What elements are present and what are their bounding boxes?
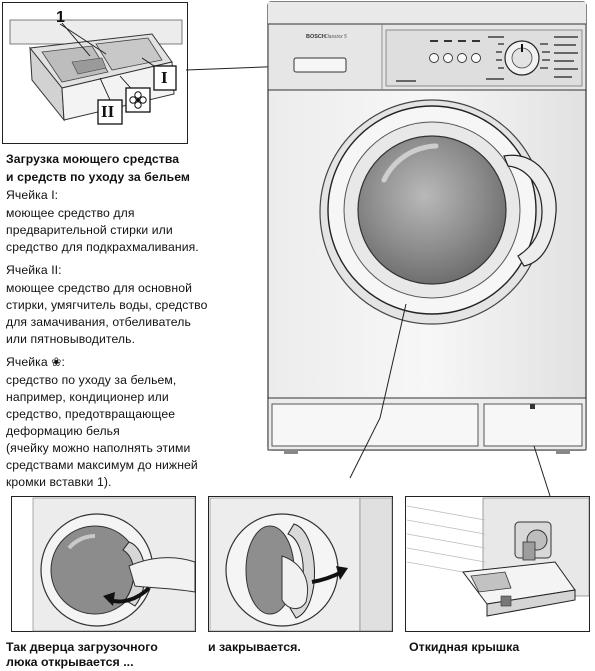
photo-flap <box>405 496 590 632</box>
cell-3-line5: (ячейку можно наполнять этими <box>6 441 191 455</box>
cell-1-line1: моющее средство для <box>6 206 135 220</box>
arrow-curved-icon <box>103 586 151 606</box>
cell-2-line4: или пятновыводитель. <box>6 332 136 346</box>
photo-door-opening <box>11 496 196 632</box>
washing-machine-drawing <box>267 1 587 454</box>
photo-door-opening-drawing <box>11 496 196 632</box>
cell-3-title: Ячейка ❀: <box>6 355 65 369</box>
cell-1-line3: средство для подкрахмаливания. <box>6 240 199 254</box>
flap-pointer-line <box>533 446 551 497</box>
photo-door-closing-drawing <box>208 496 393 632</box>
cell-3-line1: средство по уходу за бельем, <box>6 373 177 387</box>
section-heading-line1: Загрузка моющего средства <box>6 152 180 166</box>
caption-flap: Откидная крышка <box>409 640 520 654</box>
cell-1-line2: предварительной стирки или <box>6 223 173 237</box>
cell-3-line7: кромки вставки 1). <box>6 475 112 489</box>
brand-label: BOSCH <box>306 34 326 40</box>
photo-door-closing <box>208 496 393 632</box>
caption-door-open-line1: Так дверца загрузочного <box>6 640 158 654</box>
cell-3-line2: например, кондиционер или <box>6 390 169 404</box>
section-heading-line2: и средств по уходу за бельем <box>6 170 191 184</box>
model-label: Classixx 5 <box>324 34 347 40</box>
cell-2-title: Ячейка II: <box>6 263 62 277</box>
washing-machine: BOSCH Classixx 5 <box>266 0 590 456</box>
drawer-label-1: 1 <box>56 9 65 26</box>
flower-icon <box>129 91 147 109</box>
drawer-label-II: II <box>101 102 115 121</box>
caption-door-close: и закрывается. <box>208 640 301 654</box>
door-pointer-line <box>349 303 407 479</box>
drawer-label-I: I <box>161 68 168 87</box>
caption-door-open-line2: люка открывается ... <box>6 655 134 669</box>
cell-1-title: Ячейка I: <box>6 188 59 202</box>
cell-2-line1: моющее средство для основной <box>6 281 192 295</box>
cell-3-line6: средствами максимум до нижней <box>6 458 198 472</box>
cell-3-line4: деформацию белья <box>6 424 120 438</box>
cell-3-line3: средство, предотвращающее <box>6 407 176 421</box>
photo-flap-drawing <box>405 496 590 632</box>
cell-2-line3: для замачивания, отбеливатель <box>6 315 191 329</box>
arrow-right-icon <box>311 566 348 584</box>
drawer-inset-drawing <box>2 2 188 144</box>
drawer-inset: 1 I II <box>2 2 188 144</box>
cell-2-line2: стирки, умягчитель воды, средство <box>6 298 208 312</box>
